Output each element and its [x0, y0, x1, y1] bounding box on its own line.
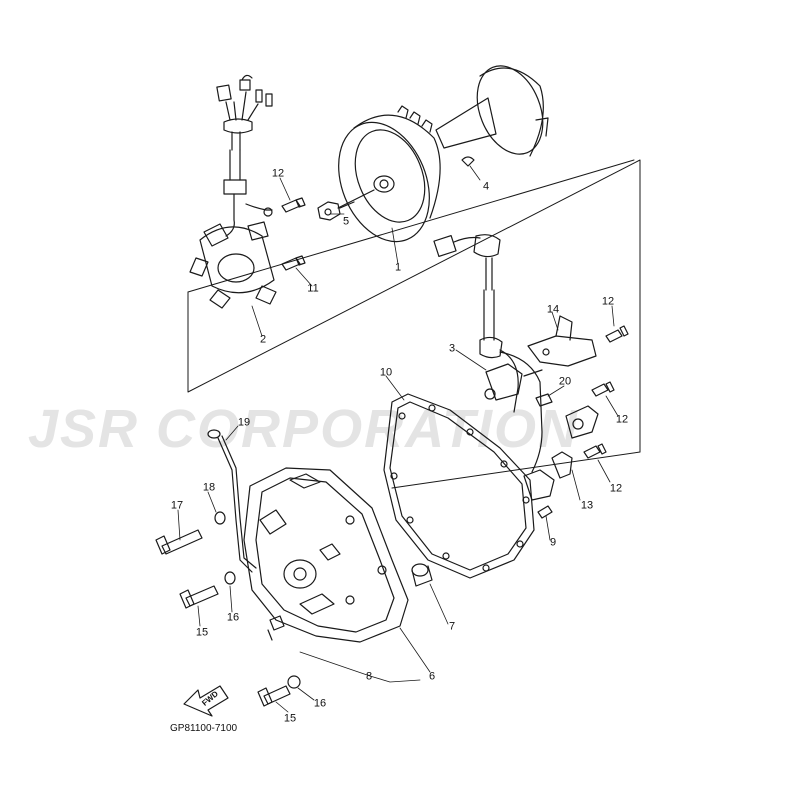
starter-clutch-hub: [435, 65, 549, 157]
callout-6: 6: [428, 670, 436, 683]
callout-17: 17: [170, 499, 184, 512]
callout-2: 2: [259, 333, 267, 346]
callout-7: 7: [448, 620, 456, 633]
callout-12-stator: 12: [271, 167, 285, 180]
callout-12-lower: 12: [609, 482, 623, 495]
long-bolt: [155, 529, 203, 555]
dowel-pin-9: [537, 505, 553, 519]
callout-14: 14: [546, 303, 560, 316]
callout-12-bracket: 12: [601, 295, 615, 308]
callout-5: 5: [342, 215, 350, 228]
pickup-coil-harness: [433, 234, 553, 473]
dowel-pin-7: [411, 563, 433, 587]
callout-11: 11: [307, 282, 319, 295]
stator-bolts: [281, 197, 306, 271]
crankcase-gasket: [383, 393, 535, 579]
neutral-switch-assembly: [523, 381, 615, 501]
fwd-arrow-icon: [183, 685, 229, 717]
callout-15-upper: 15: [195, 626, 209, 639]
callout-3: 3: [448, 342, 456, 355]
wire-bracket: [527, 315, 597, 367]
callout-16-lower: 16: [313, 697, 327, 710]
assembly-boundary: [187, 159, 641, 489]
washers: [214, 511, 301, 689]
bracket-bolt: [605, 325, 629, 343]
flywheel-rotor: [337, 105, 441, 243]
callout-9: 9: [549, 536, 557, 549]
callout-1: 1: [394, 261, 402, 274]
short-bolts: [179, 585, 291, 707]
callout-16-upper: 16: [226, 611, 240, 624]
callout-8: 8: [365, 670, 373, 683]
leader-lines: [177, 165, 619, 713]
callout-18: 18: [202, 481, 216, 494]
stator-wire-harness: [216, 74, 273, 237]
callout-12-switch: 12: [615, 413, 629, 426]
callout-13: 13: [580, 499, 594, 512]
callout-10: 10: [379, 366, 393, 379]
crankcase-cover: [243, 467, 409, 643]
callout-15-lower: 15: [283, 712, 297, 725]
breather-hose: [207, 429, 257, 573]
diagram-code: GP81100-7100: [170, 723, 238, 734]
callout-19: 19: [237, 416, 251, 429]
callout-4: 4: [482, 180, 490, 193]
woodruff-key: [461, 156, 475, 167]
stator: [189, 221, 277, 309]
callout-20: 20: [558, 375, 572, 388]
